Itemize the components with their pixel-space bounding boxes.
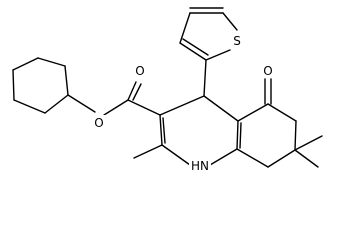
carbonyl-oxygen-label: O: [135, 64, 144, 78]
atom-labels: O O O S HN: [93, 33, 275, 173]
ester-oxygen-label: O: [94, 116, 103, 130]
cyclohexenone-ring: [236, 78, 297, 168]
thiophene-ring: [179, 7, 238, 97]
sulfur-label: S: [233, 34, 241, 48]
dihydropyridine-ring: [159, 95, 242, 166]
ester-group: [67, 81, 161, 116]
ketone-oxygen-label: O: [263, 64, 272, 78]
molecule-structure: O O O S HN: [12, 7, 323, 173]
gem-dimethyl: [294, 135, 323, 168]
cyclopentyl-ring: [12, 57, 69, 114]
nitrogen-label: HN: [191, 159, 209, 173]
methyl-bond: [133, 144, 163, 159]
